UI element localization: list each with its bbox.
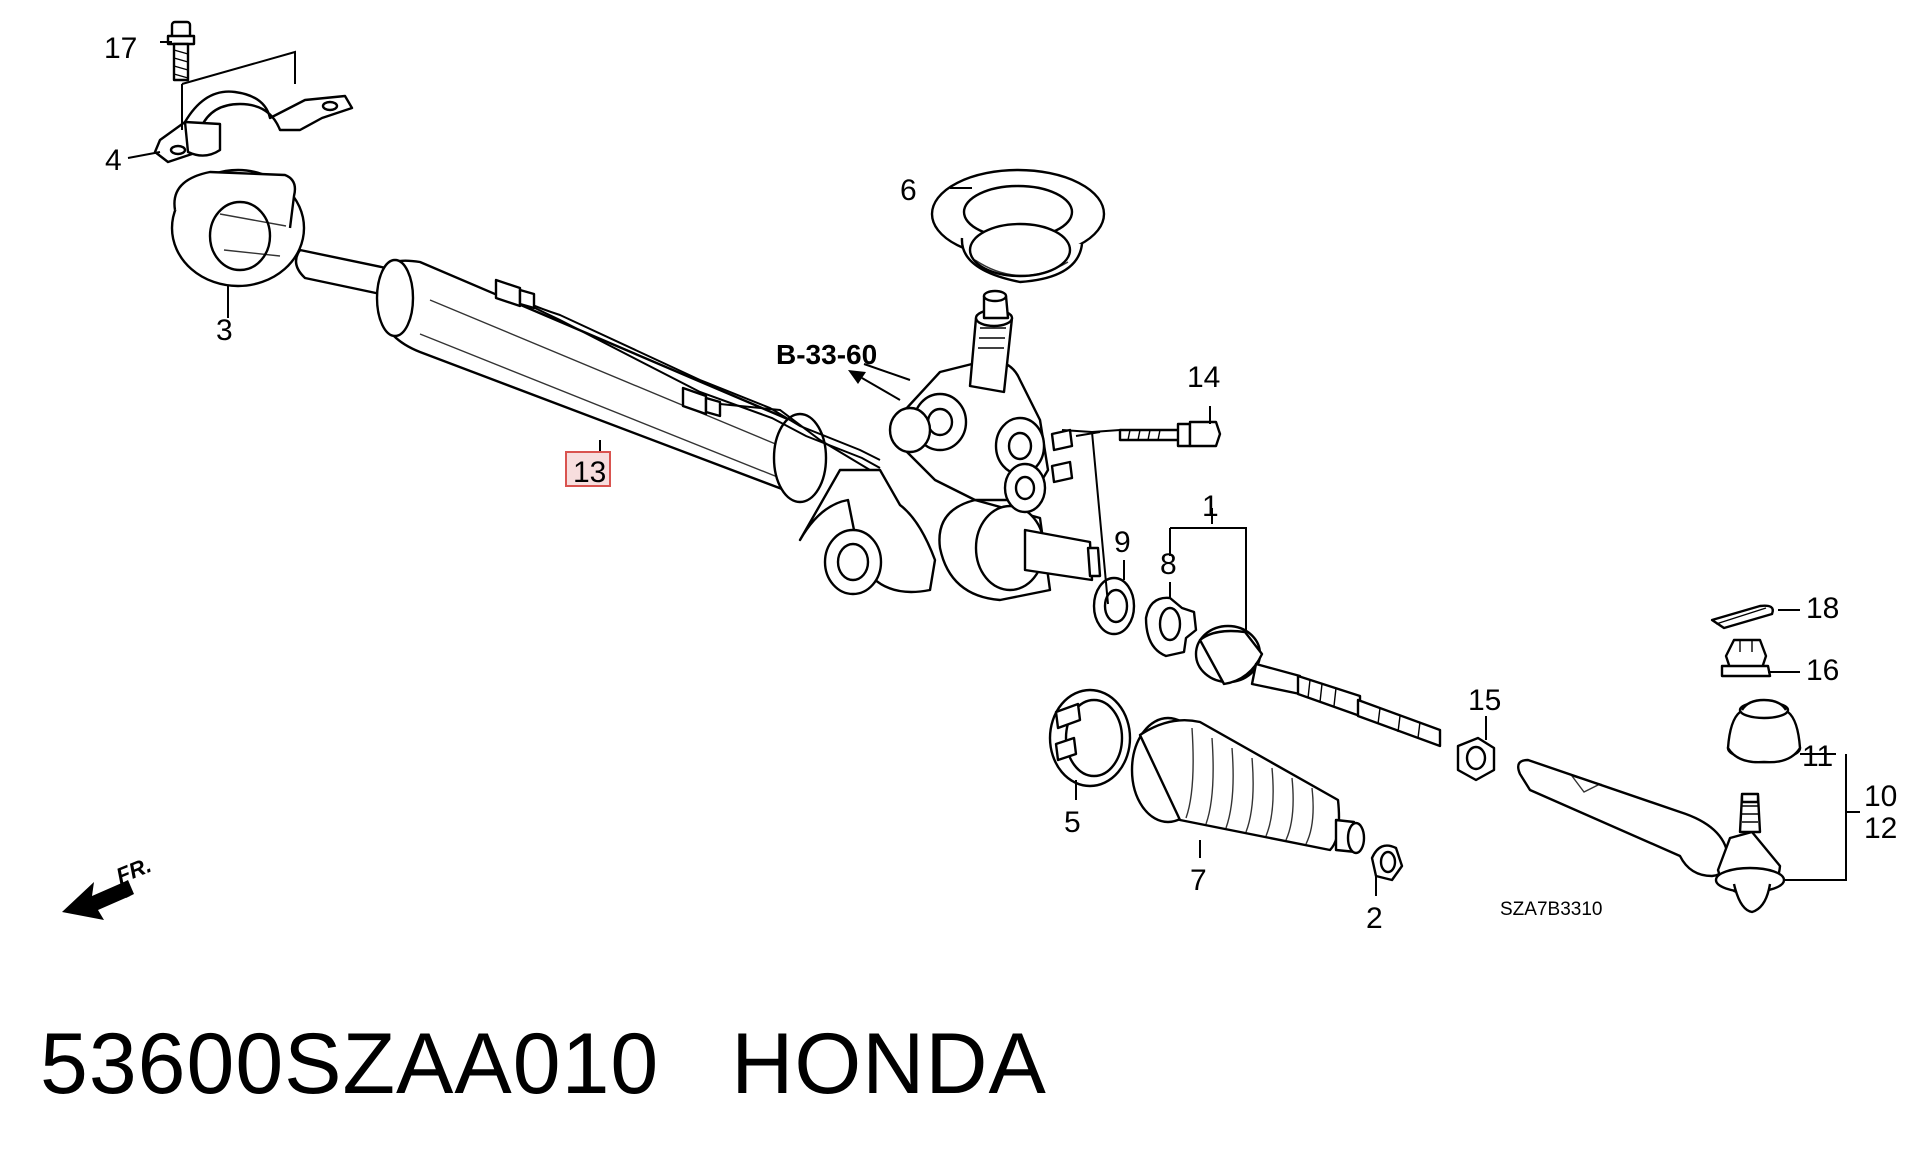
- leader-lines: [127, 41, 1860, 896]
- dust-boot-part-11: [1726, 698, 1802, 764]
- callout-8[interactable]: 8: [1160, 548, 1177, 581]
- callout-9[interactable]: 9: [1114, 526, 1131, 559]
- callout-11[interactable]: 11: [1802, 740, 1833, 773]
- castle-nut-part-16: [1720, 638, 1772, 678]
- bolt-part-17: [166, 20, 196, 82]
- washer-part-9: [1092, 576, 1136, 636]
- callout-2[interactable]: 2: [1366, 902, 1383, 935]
- callout-18[interactable]: 18: [1806, 592, 1839, 625]
- diagram-code: SZA7B3310: [1500, 899, 1602, 920]
- bracket-part-4: [153, 90, 354, 164]
- bushing-part-3: [170, 168, 306, 288]
- band-part-5: [1048, 688, 1132, 788]
- pinion-boot-part-6: [930, 168, 1106, 284]
- callout-4[interactable]: 4: [105, 144, 122, 177]
- callout-10[interactable]: 10: [1864, 780, 1897, 813]
- reference-label[interactable]: B-33-60: [776, 339, 877, 370]
- callout-15[interactable]: 15: [1468, 684, 1501, 717]
- clip-part-2: [1370, 844, 1404, 882]
- rack-housing-part-13: [294, 248, 1102, 602]
- bolt-part-14: [1118, 420, 1222, 448]
- rack-boot-part-7: [1130, 716, 1366, 855]
- callout-5[interactable]: 5: [1064, 806, 1081, 839]
- nut-part-15: [1456, 736, 1496, 782]
- part-footer: 53600SZAA010 HONDA: [40, 1015, 1047, 1114]
- tie-rod-part-1: [1194, 624, 1442, 748]
- callout-13[interactable]: 13: [573, 456, 606, 489]
- reference-arrow: [848, 370, 901, 401]
- callout-3[interactable]: 3: [216, 314, 233, 347]
- callout-16[interactable]: 16: [1806, 654, 1839, 687]
- callout-17[interactable]: 17: [104, 32, 137, 65]
- callouts: 17 4 3 6 B-33-60 14 13 9 8 1 15 18 16 11…: [104, 32, 1897, 935]
- part-number: 53600SZAA010: [40, 1016, 660, 1112]
- front-direction-arrow: FR.: [62, 852, 155, 920]
- callout-6[interactable]: 6: [900, 174, 917, 207]
- lock-washer-part-8: [1144, 596, 1198, 658]
- callout-14[interactable]: 14: [1187, 361, 1220, 394]
- tie-rod-end-part-10-12: [1517, 758, 1786, 914]
- brand-name: HONDA: [731, 1016, 1047, 1112]
- cotter-pin-part-18: [1710, 604, 1774, 630]
- front-label: FR.: [113, 852, 155, 888]
- callout-12[interactable]: 12: [1864, 812, 1897, 845]
- callout-1[interactable]: 1: [1202, 490, 1219, 523]
- callout-13-highlight: [565, 451, 611, 487]
- callout-7[interactable]: 7: [1190, 864, 1207, 897]
